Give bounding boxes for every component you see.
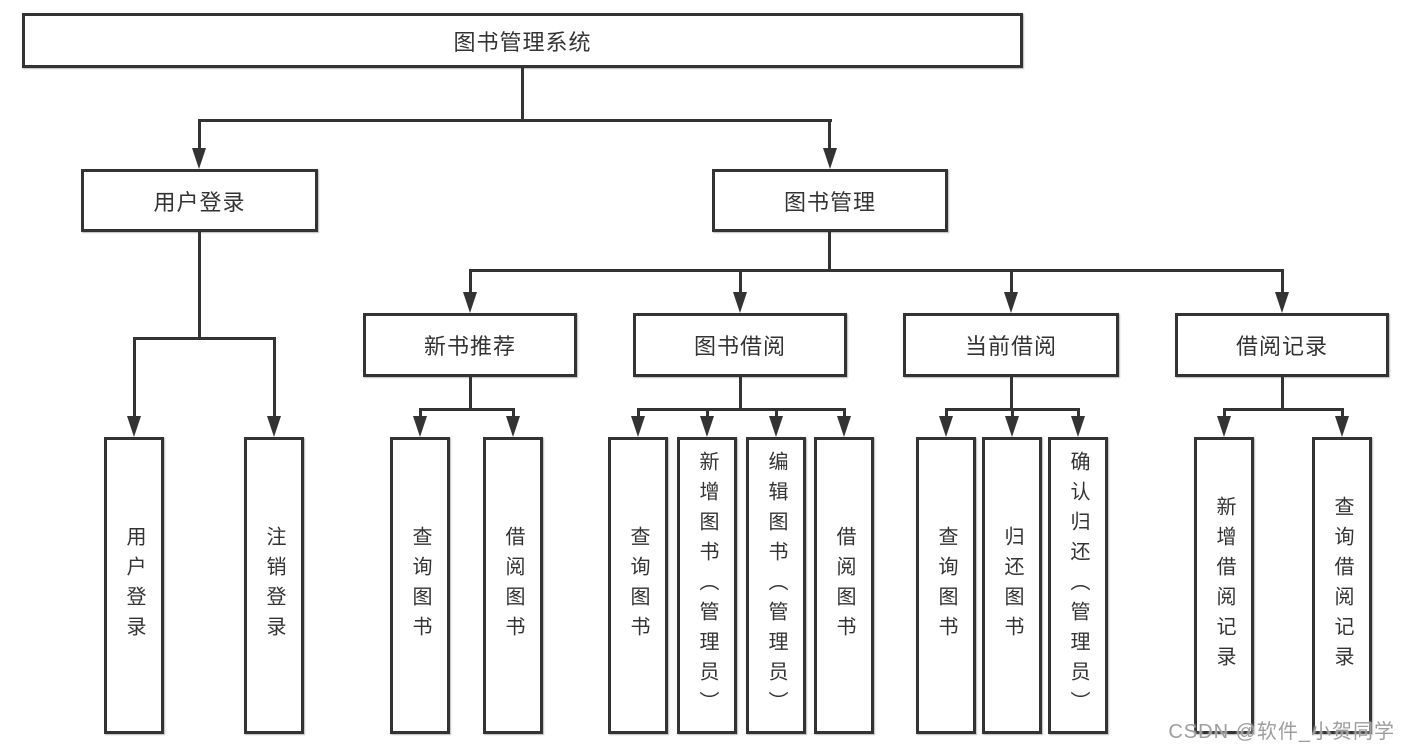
arrow-down-icon [1335, 416, 1349, 437]
arrow-down-icon [1071, 416, 1085, 437]
arrow-down-icon [1004, 292, 1018, 313]
leaf-label: 借阅图书 [502, 525, 524, 646]
arrow-down-icon [463, 292, 477, 313]
leaf-label: 查询借阅记录 [1331, 495, 1353, 676]
connector-line [133, 337, 276, 340]
node-label: 图书管理 [783, 189, 876, 215]
leaf-query-books-current: 查询图书 [916, 437, 976, 734]
connector-line [419, 410, 422, 416]
arrow-down-icon [700, 416, 714, 437]
arrow-down-icon [837, 416, 851, 437]
leaf-label: 确认归还（管理员） [1067, 450, 1089, 721]
connector-line [198, 232, 201, 339]
node-label: 图书管理系统 [453, 29, 592, 55]
arrow-down-icon [1275, 292, 1289, 313]
arrow-down-icon [823, 148, 837, 169]
arrow-down-icon [413, 416, 427, 437]
connector-line [1281, 271, 1284, 292]
connector-line [1011, 410, 1014, 416]
leaf-query-books-recommend: 查询图书 [390, 437, 450, 734]
leaf-label: 归还图书 [1001, 525, 1023, 646]
arrow-down-icon [267, 416, 281, 437]
connector-line [1223, 410, 1226, 416]
arrow-down-icon [127, 416, 141, 437]
arrow-down-icon [769, 416, 783, 437]
leaf-query-borrow-record: 查询借阅记录 [1312, 437, 1372, 734]
connector-line [521, 66, 524, 121]
leaf-logout: 注销登录 [244, 437, 304, 734]
leaf-label: 编辑图书（管理员） [765, 450, 787, 721]
csdn-watermark: CSDN @软件_小贺同学 [1168, 721, 1395, 743]
leaf-confirm-return-admin: 确认归还（管理员） [1048, 437, 1108, 734]
leaf-return-books: 归还图书 [982, 437, 1042, 734]
node-user-login: 用户登录 [81, 169, 318, 232]
leaf-label: 用户登录 [123, 525, 145, 646]
connector-line [469, 377, 472, 411]
connector-line [739, 377, 742, 411]
connector-line [419, 408, 515, 411]
leaf-label: 借阅图书 [833, 525, 855, 646]
leaf-edit-books-admin: 编辑图书（管理员） [746, 437, 806, 734]
leaf-borrow-books-recommend: 借阅图书 [483, 437, 543, 734]
connector-line [469, 269, 1284, 272]
leaf-add-borrow-record: 新增借阅记录 [1194, 437, 1254, 734]
leaf-label: 新增借阅记录 [1213, 495, 1235, 676]
connector-line [828, 232, 831, 272]
leaf-query-books-borrowing: 查询图书 [608, 437, 668, 734]
leaf-borrow-books: 借阅图书 [814, 437, 874, 734]
connector-line [469, 271, 472, 292]
connector-line [198, 120, 201, 148]
node-book-management: 图书管理 [712, 169, 948, 232]
connector-line [1010, 377, 1013, 411]
connector-line [637, 410, 640, 416]
node-new-book-recommend: 新书推荐 [363, 313, 577, 377]
node-label: 图书借阅 [693, 334, 786, 359]
node-book-borrowing: 图书借阅 [633, 313, 847, 377]
connector-line [706, 410, 709, 416]
connector-line [273, 338, 276, 416]
connector-line [828, 120, 831, 148]
node-label: 新书推荐 [423, 334, 516, 359]
connector-line [945, 410, 948, 416]
leaf-label: 注销登录 [263, 525, 285, 646]
leaf-add-books-admin: 新增图书（管理员） [677, 437, 737, 734]
arrow-down-icon [939, 416, 953, 437]
node-label: 当前借阅 [964, 334, 1057, 359]
connector-line [637, 408, 846, 411]
connector-line [1341, 410, 1344, 416]
connector-line [739, 271, 742, 292]
leaf-label: 新增图书（管理员） [696, 450, 718, 721]
connector-line [775, 410, 778, 416]
connector-line [1077, 410, 1080, 416]
node-library-management-system: 图书管理系统 [22, 13, 1023, 68]
node-label: 借阅记录 [1235, 334, 1328, 359]
leaf-label: 查询图书 [627, 525, 649, 646]
arrow-down-icon [192, 148, 206, 169]
arrow-down-icon [1217, 416, 1231, 437]
arrow-down-icon [733, 292, 747, 313]
node-borrowing-records: 借阅记录 [1175, 313, 1389, 377]
connector-line [198, 119, 832, 122]
node-label: 用户登录 [153, 189, 246, 215]
connector-line [512, 410, 515, 416]
leaf-label: 查询图书 [935, 525, 957, 646]
connector-line [1223, 408, 1344, 411]
arrow-down-icon [1005, 416, 1019, 437]
connector-line [133, 338, 136, 416]
connector-line [843, 410, 846, 416]
arrow-down-icon [631, 416, 645, 437]
node-current-borrowing: 当前借阅 [903, 313, 1119, 377]
connector-line [945, 408, 1080, 411]
arrow-down-icon [506, 416, 520, 437]
leaf-user-login: 用户登录 [104, 437, 164, 734]
connector-line [1010, 271, 1013, 292]
connector-line [1281, 377, 1284, 411]
leaf-label: 查询图书 [409, 525, 431, 646]
